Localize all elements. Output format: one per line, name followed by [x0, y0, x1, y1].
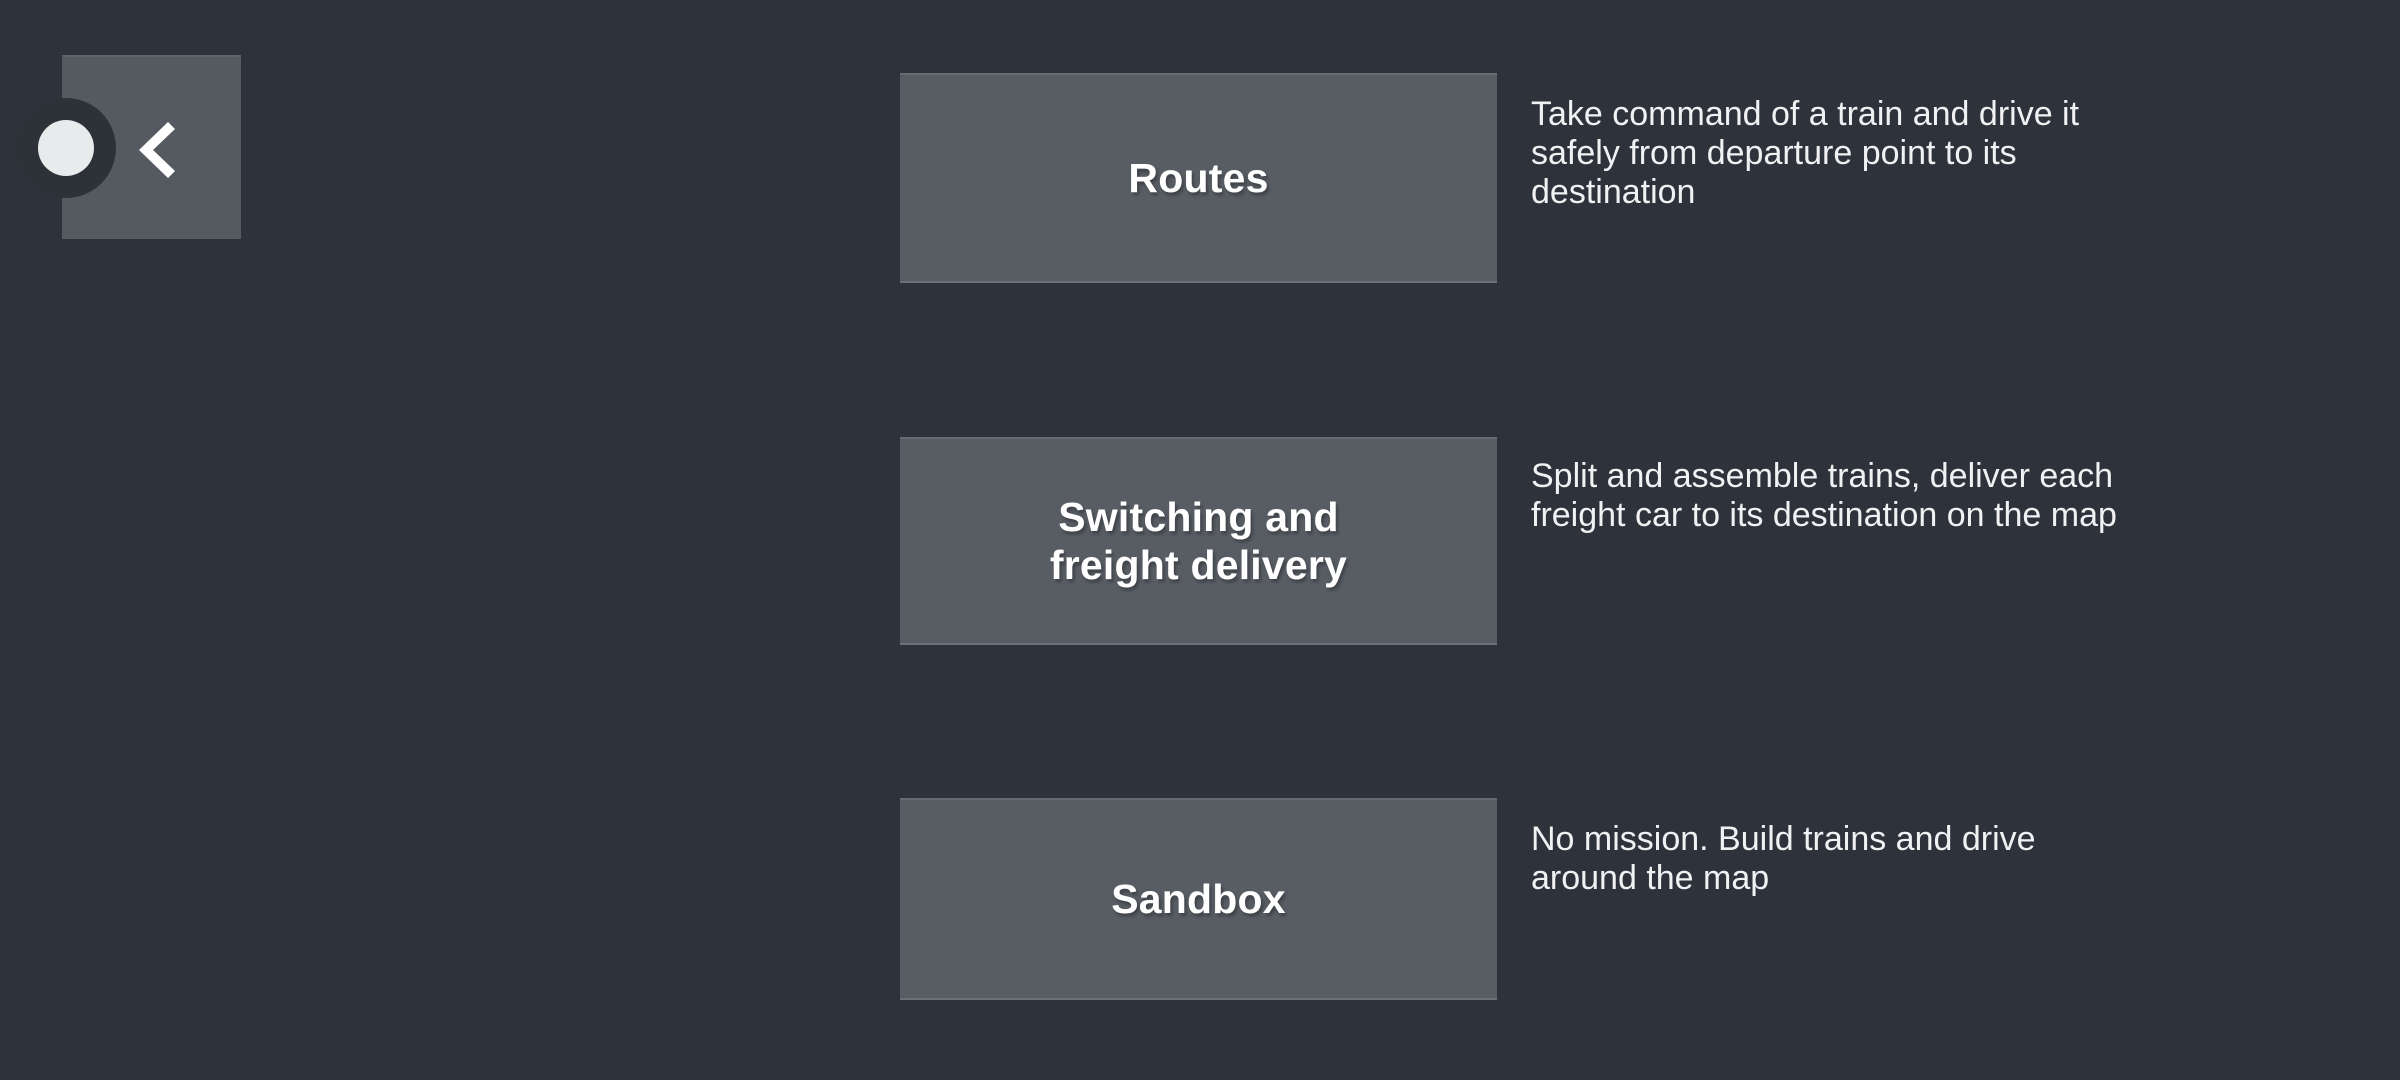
mode-button-label: Routes	[1128, 154, 1269, 201]
mode-button-sandbox[interactable]: Sandbox	[900, 798, 1497, 1000]
mode-description-switching-and-freight-delivery: Split and assemble trains, deliver each …	[1531, 457, 2117, 535]
game-mode-list: Routes Take command of a train and drive…	[900, 73, 2300, 1000]
mode-button-routes[interactable]: Routes	[900, 73, 1497, 283]
mode-button-label: Switching and freight delivery	[1049, 493, 1348, 588]
back-button[interactable]	[16, 55, 241, 239]
mode-button-label: Sandbox	[1111, 875, 1286, 922]
mode-description-sandbox: No mission. Build trains and drive aroun…	[1531, 820, 2036, 898]
back-knob-inner-dot	[38, 120, 94, 176]
game-mode-row: Switching and freight delivery Split and…	[900, 437, 2300, 645]
mode-description-routes: Take command of a train and drive it saf…	[1531, 95, 2080, 212]
back-knob-outer-ring	[16, 98, 116, 198]
game-mode-row: Routes Take command of a train and drive…	[900, 73, 2300, 283]
mode-button-switching-and-freight-delivery[interactable]: Switching and freight delivery	[900, 437, 1497, 645]
chevron-left-icon	[139, 122, 175, 178]
game-mode-row: Sandbox No mission. Build trains and dri…	[900, 798, 2300, 1000]
back-button-top-edge	[62, 55, 241, 57]
